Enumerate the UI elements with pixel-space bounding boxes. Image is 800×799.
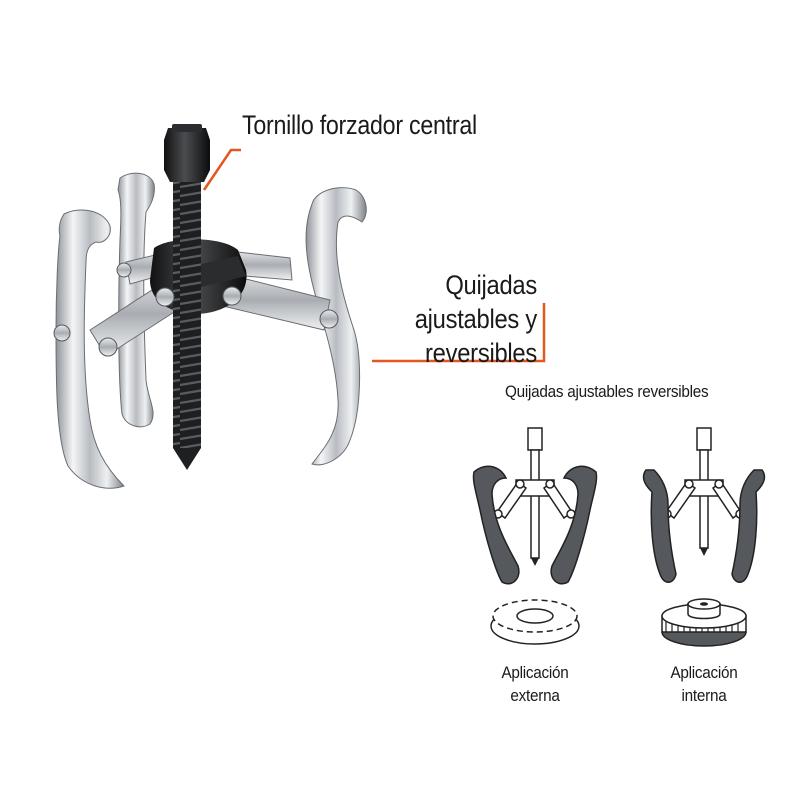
caption-externa: Aplicación externa	[477, 661, 594, 707]
diagram-external-application	[472, 427, 598, 645]
caption-externa-line-2: externa	[510, 686, 560, 705]
label-quijadas-line-3: reversibles	[425, 338, 537, 368]
caption-interna-line-2: interna	[681, 686, 727, 705]
caption-externa-line-1: Aplicación	[501, 663, 569, 682]
label-quijadas-line-1: Quijadas	[445, 270, 537, 300]
diagrams-title: Quijadas ajustables reversibles	[505, 382, 709, 401]
caption-interna: Aplicación interna	[646, 661, 763, 707]
label-quijadas: Quijadas ajustables y reversibles	[386, 268, 538, 370]
label-tornillo: Tornillo forzador central	[242, 110, 477, 140]
puller-photo	[53, 124, 367, 489]
callout-line-tornillo	[202, 148, 241, 191]
label-quijadas-line-2: ajustables y	[414, 304, 538, 334]
caption-interna-line-1: Aplicación	[670, 663, 738, 682]
diagram-internal-application	[642, 427, 766, 647]
callout-line-quijadas	[372, 303, 546, 363]
